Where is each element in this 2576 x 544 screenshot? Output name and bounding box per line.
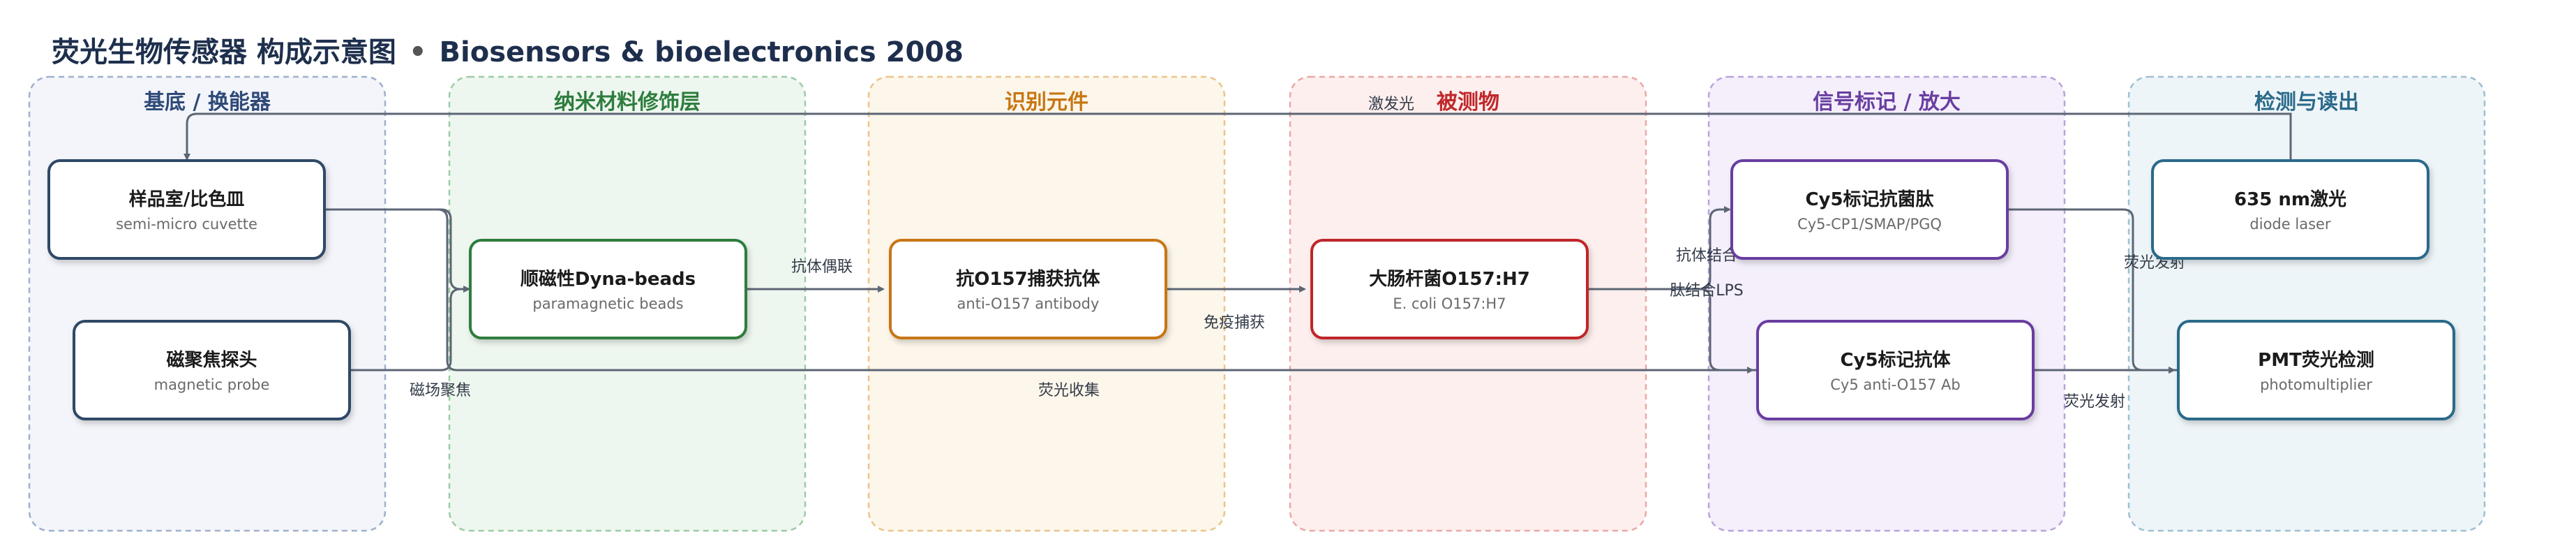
- lane-analyte-title: 被测物: [1437, 90, 1499, 115]
- edge-laser-to-cuvette: [184, 112, 2292, 161]
- node-cuvette: 样品室/比色皿 semi-micro cuvette: [47, 159, 326, 260]
- lane-signal-title: 信号标记 / 放大: [1813, 90, 1961, 115]
- node-beads-box: [469, 239, 747, 339]
- node-probe: 磁聚焦探头 magnetic probe: [73, 320, 351, 420]
- node-cy5pep-title: Cy5标记抗菌肽: [1805, 189, 1934, 210]
- edge-label-excitation: 激发光: [1368, 96, 1414, 113]
- node-pmt-title: PMT荧光检测: [2258, 349, 2374, 371]
- node-probe-title: 磁聚焦探头: [166, 349, 257, 371]
- node-beads-subtitle: paramagnetic beads: [532, 295, 683, 312]
- node-beads-title: 顺磁性Dyna-beads: [521, 268, 696, 290]
- node-ecoli-subtitle: E. coli O157:H7: [1393, 295, 1506, 312]
- edge-label-ab-binding: 抗体结合: [1676, 247, 1737, 265]
- node-cy5ab-title: Cy5标记抗体: [1840, 349, 1951, 371]
- edge-probe-to-beads: [350, 286, 470, 372]
- node-cuvette-subtitle: semi-micro cuvette: [116, 216, 257, 233]
- node-probe-subtitle: magnetic probe: [154, 376, 270, 393]
- lane-detect: 检测与读出: [2127, 75, 2486, 532]
- node-probe-box: [73, 320, 351, 420]
- node-ecoli: 大肠杆菌O157:H7 E. coli O157:H7: [1310, 239, 1589, 339]
- node-cuvette-title: 样品室/比色皿: [129, 189, 245, 210]
- node-cy5pep-box: [1730, 159, 2009, 260]
- node-cy5ab: Cy5标记抗体 Cy5 anti-O157 Ab: [1756, 320, 2035, 420]
- edge-label-immuno-capture: 免疫捕获: [1204, 314, 1265, 332]
- node-cuvette-box: [47, 159, 326, 260]
- edge-label-magnetic-focus: 磁场聚焦: [410, 382, 471, 399]
- title-chinese: 荧光生物传感器 构成示意图: [52, 36, 396, 68]
- node-pmt-box: [2177, 320, 2455, 420]
- lane-detect-box: [2127, 75, 2486, 532]
- node-pmt-subtitle: photomultiplier: [2260, 376, 2372, 393]
- lane-nano-title: 纳米材料修饰层: [554, 90, 701, 115]
- node-antibody: 抗O157捕获抗体 anti-O157 antibody: [889, 239, 1167, 339]
- node-laser-box: [2151, 159, 2429, 260]
- lane-detect-title: 检测与读出: [2254, 90, 2359, 115]
- edge-label-peptide-lps: 肽结合LPS: [1670, 282, 1744, 300]
- lane-recog-title: 识别元件: [1005, 90, 1088, 115]
- lane-signal: 信号标记 / 放大: [1707, 75, 2066, 532]
- node-beads: 顺磁性Dyna-beads paramagnetic beads: [469, 239, 747, 339]
- node-cy5ab-subtitle: Cy5 anti-O157 Ab: [1830, 376, 1961, 393]
- node-laser-subtitle: diode laser: [2249, 216, 2331, 233]
- node-laser-title: 635 nm激光: [2234, 189, 2346, 210]
- edge-label-fluor-emit-2: 荧光发射: [2064, 393, 2125, 411]
- title-english: Biosensors & bioelectronics 2008: [439, 36, 964, 68]
- lane-group: 基底 / 换能器 纳米材料修饰层 识别元件 被测物 信号标记 / 放大 检测与读出: [28, 75, 2486, 532]
- edge-label-group: 激发光 磁场聚焦 抗体偶联 免疫捕获 荧光收集 抗体结合 肽结合LPS 荧光发射…: [410, 96, 2185, 411]
- node-antibody-title: 抗O157捕获抗体: [956, 268, 1100, 290]
- node-laser: 635 nm激光 diode laser: [2151, 159, 2429, 260]
- node-group: 样品室/比色皿 semi-micro cuvette 磁聚焦探头 magnetic p…: [47, 159, 2455, 420]
- title-separator: •: [408, 36, 427, 68]
- lane-signal-box: [1707, 75, 2066, 532]
- node-cy5pep: Cy5标记抗菌肽 Cy5-CP1/SMAP/PGQ: [1730, 159, 2009, 260]
- node-cy5ab-box: [1756, 320, 2035, 420]
- lane-substrate-title: 基底 / 换能器: [144, 90, 271, 115]
- node-antibody-subtitle: anti-O157 antibody: [957, 295, 1100, 312]
- node-ecoli-title: 大肠杆菌O157:H7: [1369, 269, 1530, 290]
- node-ecoli-box: [1310, 239, 1589, 339]
- node-antibody-box: [889, 239, 1167, 339]
- lane-substrate: 基底 / 换能器: [28, 75, 387, 532]
- page-title: 荧光生物传感器 构成示意图 • Biosensors & bioelectronic…: [52, 29, 964, 70]
- node-pmt: PMT荧光检测 photomultiplier: [2177, 320, 2455, 420]
- edge-group: [184, 112, 2292, 374]
- lane-substrate-box: [28, 75, 387, 532]
- edge-label-ab-coupling: 抗体偶联: [791, 258, 853, 276]
- edge-label-fluor-collect: 荧光收集: [1038, 382, 1100, 399]
- edge-pmt-to-cuvette: [325, 208, 2177, 372]
- node-cy5pep-subtitle: Cy5-CP1/SMAP/PGQ: [1797, 216, 1942, 233]
